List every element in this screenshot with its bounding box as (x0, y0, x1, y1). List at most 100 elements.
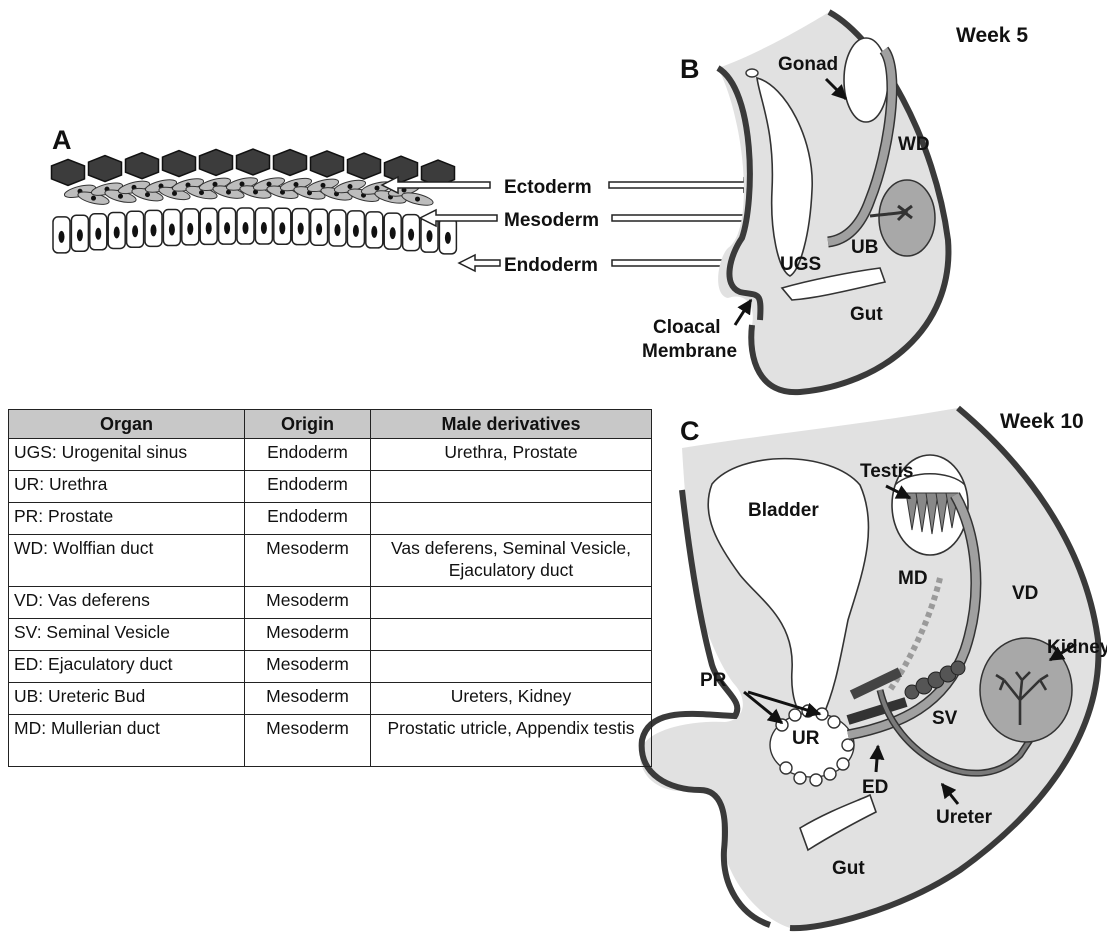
week10-embryo (640, 408, 1098, 928)
cell-nucleus (298, 223, 304, 235)
cell-nucleus (261, 222, 267, 234)
cell-nucleus (132, 225, 138, 237)
cloacal-label: Cloacal (653, 317, 721, 338)
cell-nucleus (151, 224, 157, 236)
cell-nucleus (415, 197, 420, 202)
ectoderm-cell (52, 159, 85, 185)
cell-nucleus (172, 191, 177, 196)
organ-cell: ED: Ejaculatory duct (9, 651, 245, 683)
cell-nucleus (206, 222, 212, 234)
organ-cell: VD: Vas deferens (9, 587, 245, 619)
origin-cell: Mesoderm (245, 535, 371, 587)
gut-label-c: Gut (832, 858, 865, 879)
cell-nucleus (316, 223, 322, 235)
table-header-row: Organ Origin Male derivatives (9, 410, 652, 439)
ureter-label: Ureter (936, 807, 993, 828)
ectoderm-label: Ectoderm (504, 177, 592, 198)
derivatives-cell (371, 471, 652, 503)
cell-nucleus (390, 227, 396, 239)
cell-nucleus (445, 232, 451, 244)
table-row: MD: Mullerian duct Mesoderm Prostatic ut… (9, 715, 652, 767)
table-row: UGS: Urogenital sinus Endoderm Urethra, … (9, 439, 652, 471)
cell-nucleus (169, 224, 175, 236)
cell-nucleus (59, 231, 65, 243)
organ-cell: WD: Wolffian duct (9, 535, 245, 587)
cell-nucleus (95, 228, 101, 240)
ectoderm-cell (89, 156, 122, 182)
cell-nucleus (243, 222, 249, 234)
cell-nucleus (145, 192, 150, 197)
organ-cell: UGS: Urogenital sinus (9, 439, 245, 471)
ectoderm-cell (163, 151, 196, 177)
header-origin: Origin (245, 410, 371, 439)
derivatives-cell: Vas deferens, Seminal Vesicle, Ejaculato… (371, 535, 652, 587)
ub-label: UB (851, 237, 878, 258)
cell-nucleus (375, 186, 380, 191)
origin-cell: Mesoderm (245, 587, 371, 619)
md-label: MD (898, 568, 928, 589)
cell-nucleus (187, 223, 193, 235)
mesoderm-arrow (420, 210, 788, 226)
derivatives-cell: Urethra, Prostate (371, 439, 652, 471)
mesoderm-label: Mesoderm (504, 210, 599, 231)
cell-nucleus (371, 226, 377, 238)
origin-cell: Mesoderm (245, 651, 371, 683)
panel-c-label: C (680, 416, 700, 446)
cell-nucleus (199, 190, 204, 195)
table-row: UB: Ureteric Bud Mesoderm Ureters, Kidne… (9, 683, 652, 715)
sv-label: SV (932, 708, 958, 729)
wd-label: WD (898, 134, 930, 155)
cell-nucleus (77, 229, 83, 241)
organ-cell: MD: Mullerian duct (9, 715, 245, 767)
ectoderm-cell (126, 153, 159, 179)
organ-cell: PR: Prostate (9, 503, 245, 535)
week5-label: Week 5 (956, 24, 1028, 47)
header-derivatives: Male derivatives (371, 410, 652, 439)
membrane-label: Membrane (642, 341, 737, 362)
germ-layer-illustration (52, 149, 457, 254)
organ-cell: UB: Ureteric Bud (9, 683, 245, 715)
ed-arrow (876, 746, 878, 772)
organ-origin-table: Organ Origin Male derivatives UGS: Uroge… (8, 409, 652, 767)
cell-nucleus (427, 230, 433, 242)
origin-cell: Endoderm (245, 471, 371, 503)
derivatives-cell (371, 587, 652, 619)
cell-nucleus (114, 226, 120, 238)
derivatives-cell (371, 651, 652, 683)
origin-cell: Mesoderm (245, 683, 371, 715)
bladder-label: Bladder (748, 500, 819, 521)
testis-label: Testis (860, 461, 914, 482)
cell-nucleus (321, 183, 326, 188)
panel-b-label: B (680, 54, 700, 84)
derivatives-cell: Ureters, Kidney (371, 683, 652, 715)
cell-nucleus (335, 224, 341, 236)
metanephros (879, 180, 935, 256)
ectoderm-cell (274, 150, 307, 176)
week10-label: Week 10 (1000, 410, 1084, 433)
cell-nucleus (118, 194, 123, 199)
cell-nucleus (353, 225, 359, 237)
organ-cell: SV: Seminal Vesicle (9, 619, 245, 651)
cell-nucleus (91, 196, 96, 201)
gonad-shape (844, 38, 888, 122)
cell-nucleus (348, 184, 353, 189)
table-row: SV: Seminal Vesicle Mesoderm (9, 619, 652, 651)
origin-cell: Mesoderm (245, 619, 371, 651)
ectoderm-cell (311, 151, 344, 177)
pr-label: PR (700, 670, 727, 691)
table-row: PR: Prostate Endoderm (9, 503, 652, 535)
table-row: UR: Urethra Endoderm (9, 471, 652, 503)
gonad-label: Gonad (778, 54, 838, 75)
endoderm-label: Endoderm (504, 255, 598, 276)
allantois-tip (746, 69, 758, 77)
origin-cell: Mesoderm (245, 715, 371, 767)
ectoderm-cell (200, 149, 233, 175)
ur-label: UR (792, 728, 820, 749)
table-row: ED: Ejaculatory duct Mesoderm (9, 651, 652, 683)
ed-label: ED (862, 777, 888, 798)
ugs-label: UGS (780, 254, 821, 275)
cell-nucleus (224, 222, 230, 234)
cell-nucleus (294, 182, 299, 187)
origin-cell: Endoderm (245, 439, 371, 471)
